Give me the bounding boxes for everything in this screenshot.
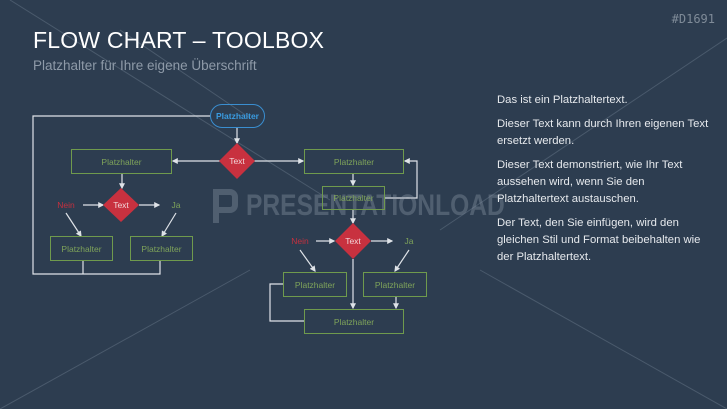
left-process-yes-label: Platzhalter xyxy=(141,243,182,254)
body-text: Das ist ein Platzhaltertext. Dieser Text… xyxy=(497,92,717,273)
right-no-label: Nein xyxy=(291,236,309,246)
left-no-label: Nein xyxy=(57,200,75,210)
right-process-second-label: Platzhalter xyxy=(333,193,374,203)
left-decision-label: Text xyxy=(113,200,129,210)
watermark-text: PRESENTATIONLOAD xyxy=(246,189,505,222)
right-decision-label: Text xyxy=(345,236,361,246)
connectors xyxy=(32,115,418,322)
paragraph-3: Dieser Text demonstriert, wie Ihr Text a… xyxy=(497,159,683,205)
left-process-top-label: Platzhalter xyxy=(101,156,142,167)
left-process-top[interactable]: Platzhalter xyxy=(71,149,172,174)
left-yes-label: Ja xyxy=(171,200,181,210)
main-decision-label: Text xyxy=(229,156,245,166)
left-process-no-label: Platzhalter xyxy=(61,243,102,254)
slide-title: FLOW CHART – TOOLBOX xyxy=(33,27,325,53)
slide-subtitle: Platzhalter für Ihre eigene Überschrift xyxy=(33,58,257,73)
paragraph-1: Das ist ein Platzhaltertext. xyxy=(497,94,628,106)
start-node[interactable]: Platzhalter xyxy=(210,104,265,128)
decision-diamonds xyxy=(103,143,371,259)
right-process-yes[interactable]: Platzhalter xyxy=(363,272,427,297)
paragraph-2: Dieser Text kann durch Ihren eigenen Tex… xyxy=(497,118,709,147)
watermark: PRESENTATIONLOAD xyxy=(210,186,562,226)
left-process-no[interactable]: Platzhalter xyxy=(50,236,113,261)
right-process-top-label: Platzhalter xyxy=(333,156,375,167)
right-yes-label: Ja xyxy=(404,236,414,246)
right-process-yes-label: Platzhalter xyxy=(374,279,416,290)
right-process-no-label: Platzhalter xyxy=(294,279,336,290)
slide-code: #D1691 xyxy=(671,12,715,26)
watermark-logo-icon xyxy=(213,189,238,223)
right-process-second[interactable]: Platzhalter xyxy=(322,186,385,210)
right-process-no[interactable]: Platzhalter xyxy=(283,272,347,297)
paragraph-4: Der Text, den Sie einfügen, wird den gle… xyxy=(497,217,701,263)
right-process-bottom[interactable]: Platzhalter xyxy=(304,309,404,334)
right-process-bottom-label: Platzhalter xyxy=(333,316,375,327)
right-process-top[interactable]: Platzhalter xyxy=(304,149,404,174)
left-process-yes[interactable]: Platzhalter xyxy=(130,236,193,261)
start-node-label: Platzhalter xyxy=(216,111,259,121)
